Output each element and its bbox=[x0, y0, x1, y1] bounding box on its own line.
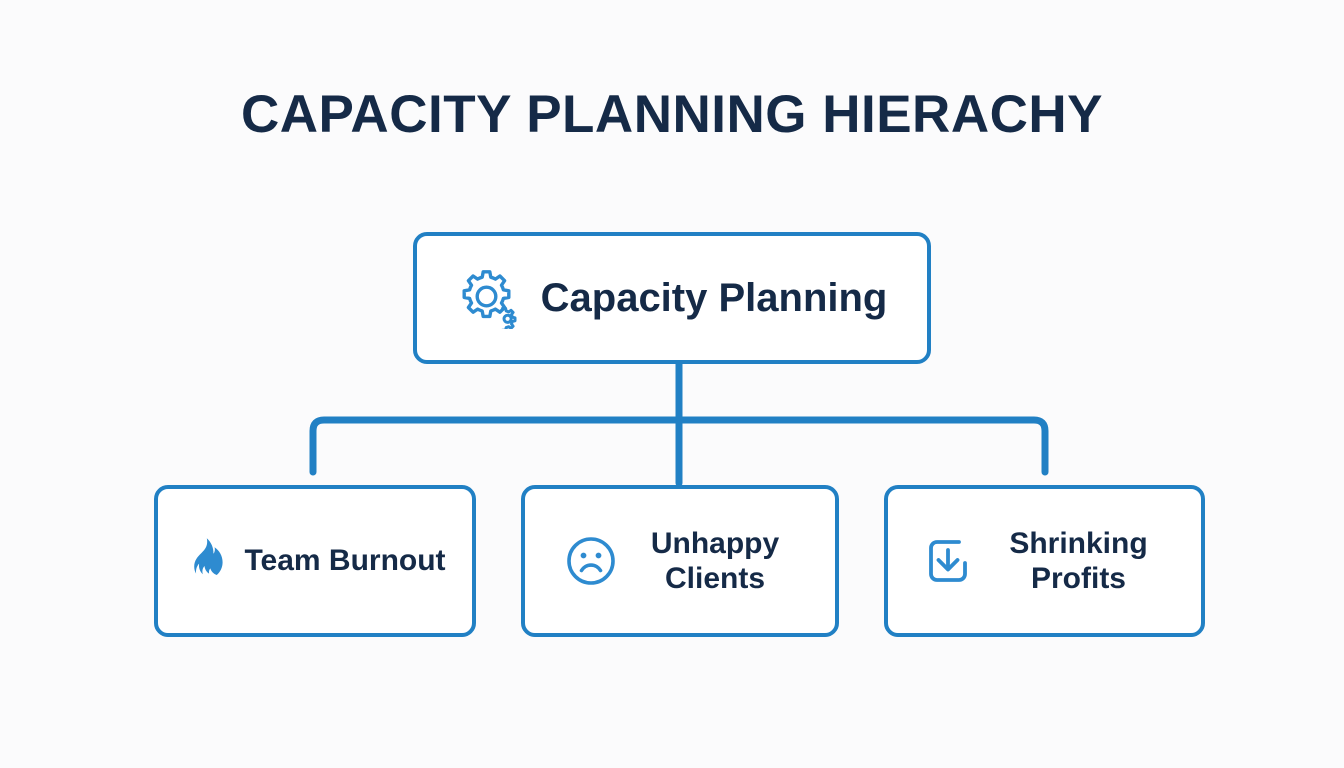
node-label-unhappy-clients: Unhappy Clients bbox=[650, 526, 780, 595]
arrow-down-box-icon bbox=[923, 536, 973, 586]
node-capacity-planning[interactable]: Capacity Planning bbox=[413, 232, 931, 364]
node-content: Capacity Planning bbox=[457, 267, 888, 332]
node-label-team-burnout: Team Burnout bbox=[244, 544, 446, 578]
page-title: CAPACITY PLANNING HIERACHY bbox=[240, 85, 1104, 144]
node-label-capacity-planning: Capacity Planning bbox=[540, 275, 888, 320]
node-label-shrinking-profits: Shrinking Profits bbox=[1009, 526, 1148, 595]
node-content: Unhappy Clients bbox=[565, 526, 795, 596]
flame-icon bbox=[184, 537, 226, 585]
node-unhappy-clients[interactable]: Unhappy Clients bbox=[521, 485, 839, 637]
sad-face-icon bbox=[565, 535, 617, 587]
node-team-burnout[interactable]: Team Burnout bbox=[154, 485, 476, 637]
gear-icon bbox=[457, 267, 519, 332]
node-shrinking-profits[interactable]: Shrinking Profits bbox=[884, 485, 1205, 637]
node-content: Shrinking Profits bbox=[923, 526, 1167, 596]
node-content: Team Burnout bbox=[184, 537, 446, 585]
